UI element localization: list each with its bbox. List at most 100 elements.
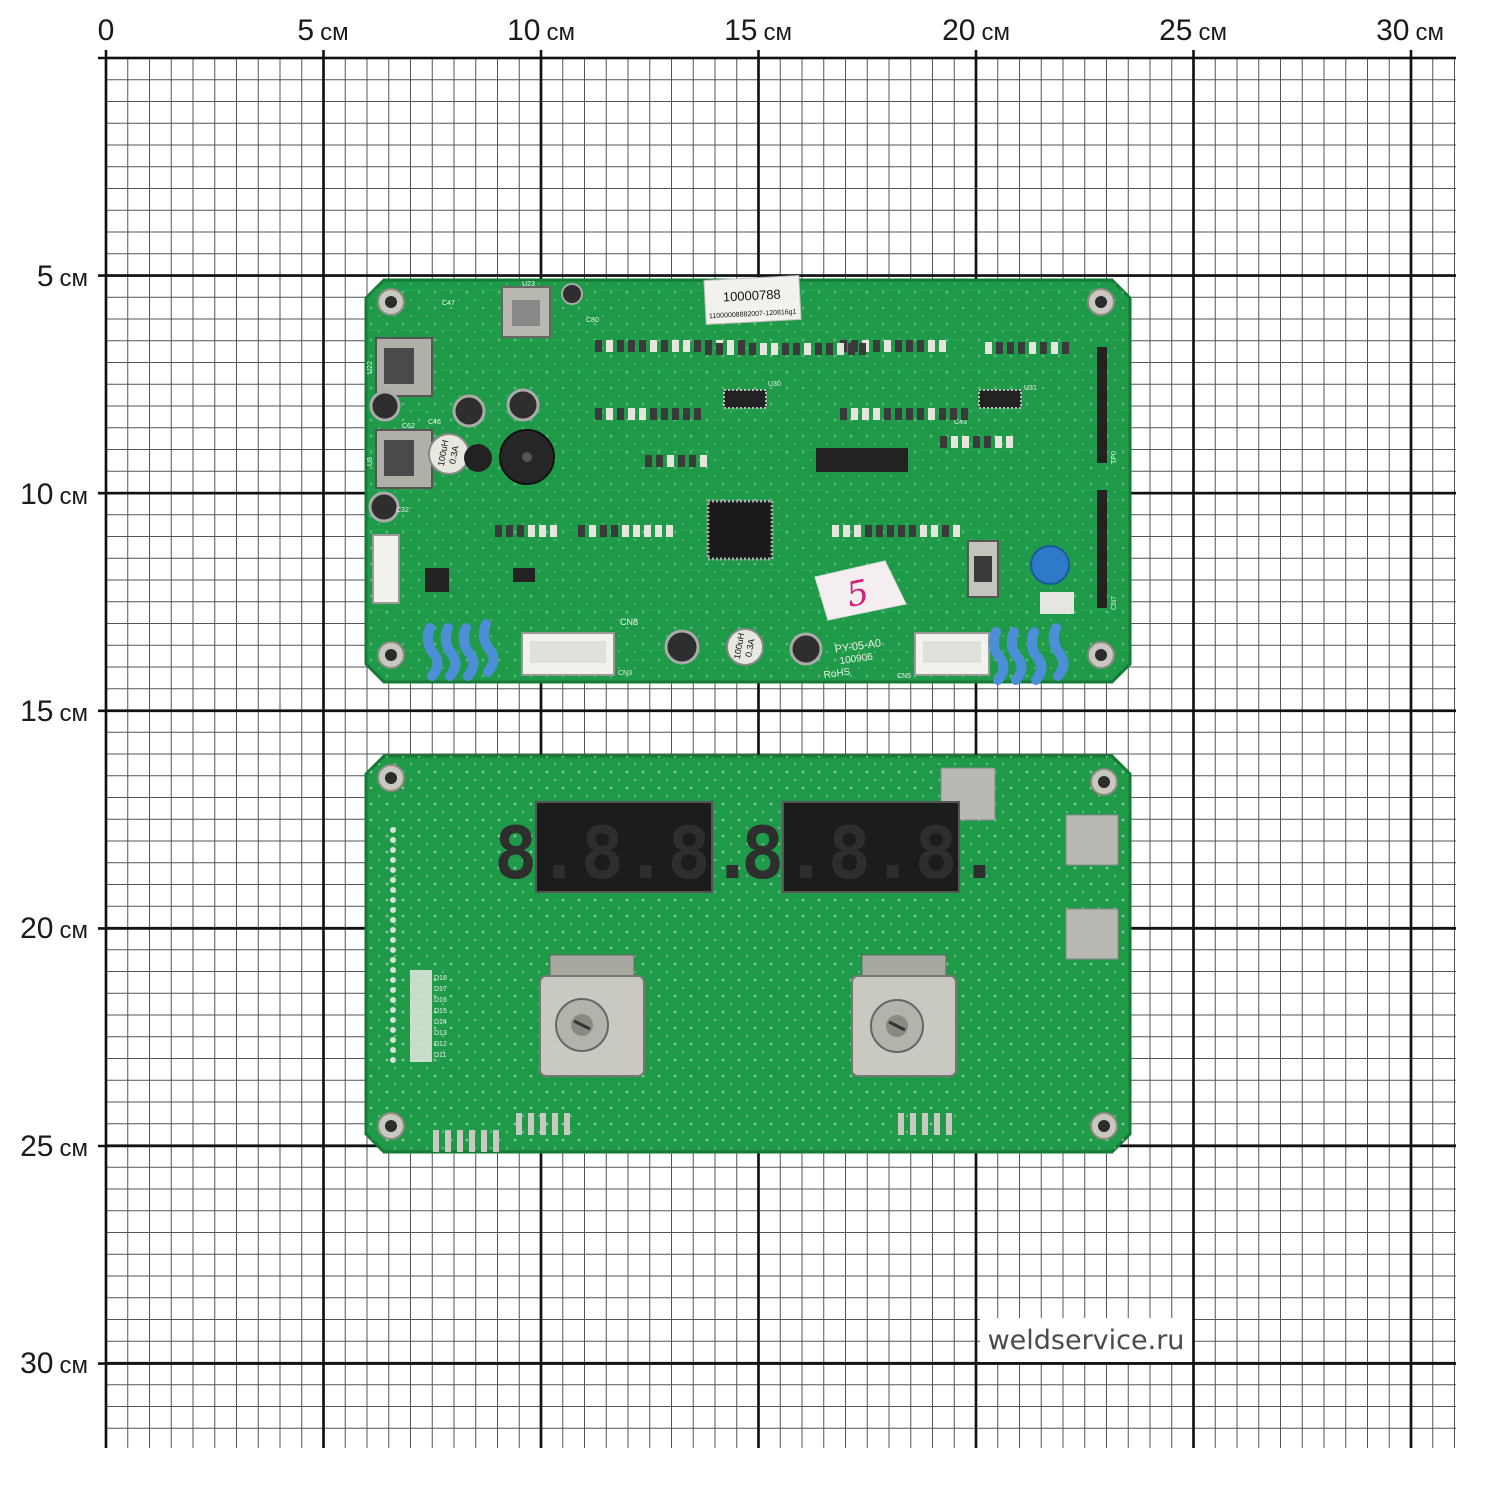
smd-component [1006,436,1013,448]
via-hole [390,957,396,963]
via-hole [390,837,396,843]
header-pin [493,1130,499,1152]
handwritten-label: 5 [814,560,907,621]
via-hole [390,917,396,923]
display-right-digits: 8.8.8. [741,811,1001,895]
solder-pad-2 [1065,814,1119,866]
svg-text:C43: C43 [954,419,967,426]
smd-component [661,408,668,420]
smd-component [832,525,839,537]
via-hole [390,897,396,903]
smd-component [678,455,685,467]
via-hole [390,847,396,853]
svg-text:D16: D16 [434,997,447,1004]
smd-component [578,525,585,537]
smd-component [644,525,651,537]
smd-component [942,525,949,537]
bottom-pcb-board: 8.8.8. 8.8.8. D18 D17 D16 D15 D14 [364,754,1132,1154]
top-board-sticker: 10000788 11000008882007-120816g1 [703,274,802,325]
smd-component [840,408,847,420]
smd-component [909,525,916,537]
smd-component [931,525,938,537]
smd-component [873,408,880,420]
via-hole [390,887,396,893]
svg-text:D12: D12 [434,1041,447,1048]
smd-component [940,436,947,448]
smd-component [749,343,756,355]
watermark: weldservice.ru [980,1318,1192,1362]
varistor [1030,545,1070,585]
svg-text:100uH: 100uH [732,632,746,660]
svg-text:C62: C62 [402,423,415,430]
smd-component [689,455,696,467]
via-hole [390,907,396,913]
svg-text:CN7: CN7 [1111,596,1118,610]
via-hole [390,1057,396,1063]
via-hole [390,857,396,863]
smd-component [950,408,957,420]
header-pin [910,1113,916,1135]
svg-text:C47: C47 [442,300,455,307]
seven-segment-display-left: 8.8.8. [494,801,754,895]
smd-component [906,408,913,420]
smd-component [851,408,858,420]
smd-component [782,343,789,355]
smd-component [617,340,624,352]
smd-component [611,525,618,537]
smd-component [1018,342,1025,354]
pin-header-right-cn7 [1097,490,1107,608]
smd-component [655,525,662,537]
smd-component [672,408,679,420]
smd-component [961,408,968,420]
header-pin [934,1113,940,1135]
svg-text:C32: C32 [396,507,409,514]
smd-component [506,525,513,537]
top-label-0: 0 [98,14,115,47]
smd-component [606,408,613,420]
svg-text:C80: C80 [586,317,599,324]
smd-component [517,525,524,537]
smd-component [595,340,602,352]
ic-u31 [978,389,1022,409]
header-pin [516,1113,522,1135]
header-pin [528,1113,534,1135]
smd-component [667,455,674,467]
smd-component [738,343,745,355]
smd-component [600,525,607,537]
smd-component [606,340,613,352]
smd-component [884,340,891,352]
smd-component [895,408,902,420]
smd-component [843,525,850,537]
ic-small-2 [513,568,535,582]
via-hole [390,937,396,943]
smd-component [928,408,935,420]
bottom-header-pins [390,827,952,1152]
smd-component [656,455,663,467]
header-pin [922,1113,928,1135]
smd-component [694,340,701,352]
header-pin [540,1113,546,1135]
via-hole [390,967,396,973]
smd-component [661,340,668,352]
svg-text:D15: D15 [434,1008,447,1015]
inductor-left: 100uH 0.3A [428,433,470,475]
potentiometer-right [851,954,957,1077]
connector-cn1 [372,534,400,604]
smd-component [650,408,657,420]
smd-component [700,455,707,467]
via-hole [390,997,396,1003]
smd-component [1051,342,1058,354]
smd-component [716,343,723,355]
sticker-sub: 11000008882007-120816g1 [709,309,797,321]
smd-component [898,525,905,537]
diode-array [410,970,432,1062]
smd-component [633,525,640,537]
svg-text:U30: U30 [768,381,781,388]
